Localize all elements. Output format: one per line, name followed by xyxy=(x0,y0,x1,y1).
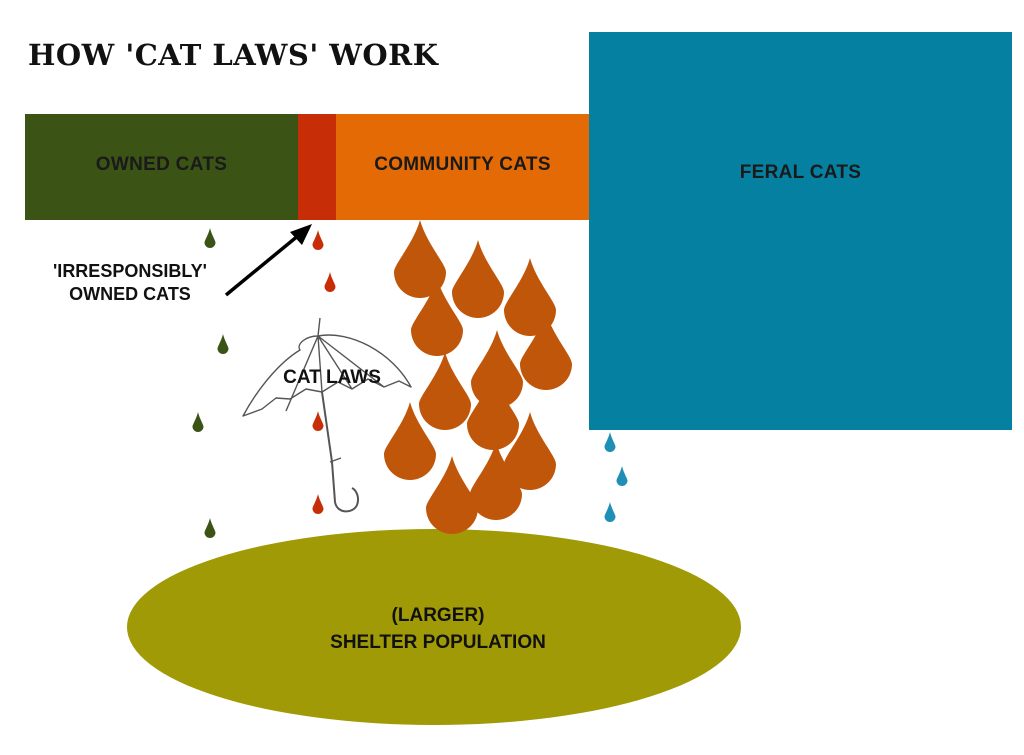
feral-raindrop-icon xyxy=(604,502,616,522)
irresponsibly-owned-callout: 'IRRESPONSIBLY' OWNED CATS xyxy=(30,260,230,306)
shelter-label-line-2: SHELTER POPULATION xyxy=(330,632,546,653)
owned-cats-block: OWNED CATS xyxy=(25,114,298,220)
callout-line-1: 'IRRESPONSIBLY' xyxy=(53,261,207,281)
community-cats-block: COMMUNITY CATS xyxy=(336,114,589,220)
community-raindrop-icon xyxy=(426,456,478,534)
community-raindrop-icon xyxy=(467,372,519,450)
community-cats-label: COMMUNITY CATS xyxy=(374,154,551,175)
shelter-population-label: (LARGER) SHELTER POPULATION xyxy=(188,602,688,656)
irresponsible-raindrop-icon xyxy=(312,230,324,251)
umbrella-icon xyxy=(242,317,412,513)
cat-laws-label: CAT LAWS xyxy=(283,367,381,388)
owned-raindrop-icon xyxy=(217,334,229,355)
community-raindrop-icon xyxy=(452,240,504,318)
page-title: HOW 'CAT LAWS' WORK xyxy=(28,38,439,72)
callout-line-2: OWNED CATS xyxy=(69,284,191,304)
feral-raindrop-icon xyxy=(604,432,616,453)
owned-raindrop-icon xyxy=(204,518,216,538)
owned-cats-label: OWNED CATS xyxy=(95,154,228,175)
community-raindrop-icon xyxy=(394,220,446,298)
irresponsibly-owned-block xyxy=(298,114,336,220)
feral-raindrop-icon xyxy=(616,466,628,487)
raindrops-group xyxy=(192,220,628,538)
community-raindrop-icon xyxy=(411,278,463,356)
arrow-icon xyxy=(224,224,312,297)
owned-raindrop-icon xyxy=(192,412,204,432)
community-raindrop-icon xyxy=(471,330,523,408)
community-raindrop-icon xyxy=(520,312,572,390)
feral-cats-label: FERAL CATS xyxy=(739,162,862,183)
community-raindrop-icon xyxy=(504,258,556,336)
community-raindrop-icon xyxy=(504,412,556,490)
owned-raindrop-icon xyxy=(204,228,216,249)
community-raindrop-icon xyxy=(419,352,471,430)
shelter-label-line-1: (LARGER) xyxy=(391,605,485,626)
community-raindrop-icon xyxy=(470,442,522,520)
irresponsible-raindrop-icon xyxy=(312,494,324,515)
shelter-population-ellipse xyxy=(127,529,741,725)
feral-cats-block: FERAL CATS xyxy=(589,32,1012,430)
irresponsible-raindrop-icon xyxy=(324,272,336,292)
irresponsible-raindrop-icon xyxy=(312,411,324,432)
community-raindrop-icon xyxy=(384,402,436,480)
